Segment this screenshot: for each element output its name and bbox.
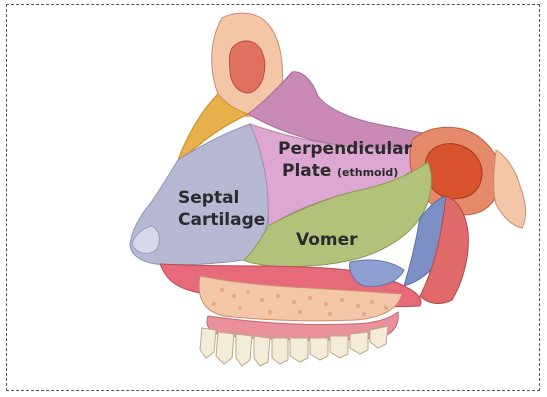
tooth	[216, 332, 234, 364]
label-septal-line2: Cartilage	[178, 210, 265, 230]
label-septal-line1: Septal	[178, 188, 239, 208]
tooth	[200, 328, 216, 358]
frontal-sinus	[229, 41, 264, 93]
tooth	[272, 338, 288, 364]
tooth	[290, 338, 308, 362]
tooth	[236, 334, 252, 366]
label-perpendicular-line2: Plate	[282, 161, 331, 181]
tooth	[330, 336, 348, 358]
label-perpendicular-sub: (ethmoid)	[337, 166, 398, 179]
tooth	[310, 338, 328, 360]
tooth	[254, 336, 270, 366]
tooth	[350, 332, 368, 354]
label-vomer: Vomer	[296, 230, 358, 250]
label-perpendicular-line1: Perpendicular	[278, 139, 413, 159]
tooth	[370, 326, 388, 348]
sphenoid-process	[494, 150, 526, 228]
